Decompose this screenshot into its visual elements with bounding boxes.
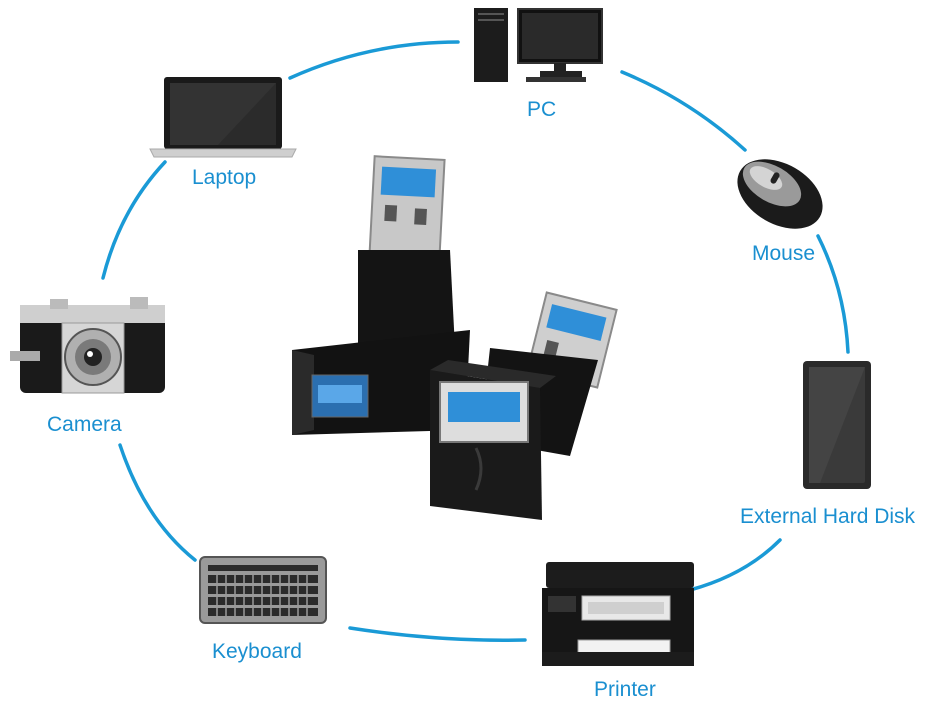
printer-label: Printer: [594, 678, 656, 701]
printer-icon: [542, 562, 694, 666]
usb-adapter-photo: [292, 155, 618, 520]
camera-label: Camera: [47, 413, 122, 436]
usb-adapter-right: [430, 291, 618, 520]
keyboard-icon: [199, 556, 327, 624]
arc-disk-printer: [688, 538, 782, 592]
desktop-computer-icon: [474, 8, 603, 82]
arc-mouse-disk: [816, 234, 850, 354]
arc-keyboard-camera: [118, 443, 197, 562]
arc-printer-keyboard: [348, 626, 527, 642]
arc-pc-mouse: [620, 70, 747, 152]
pc-label: PC: [527, 98, 557, 121]
hard-disk-icon: [803, 361, 871, 489]
arc-laptop-pc: [288, 40, 460, 80]
laptop-label: Laptop: [192, 166, 257, 189]
mouse-label: Mouse: [752, 242, 816, 265]
laptop-icon: [149, 77, 297, 158]
keyboard-label: Keyboard: [212, 640, 302, 663]
external-hard-disk-label: External Hard Disk: [740, 505, 916, 528]
camera-icon: [10, 297, 165, 394]
usb-adapter-left: [292, 155, 470, 435]
mouse-icon: [737, 159, 823, 229]
arc-camera-laptop: [101, 160, 167, 280]
